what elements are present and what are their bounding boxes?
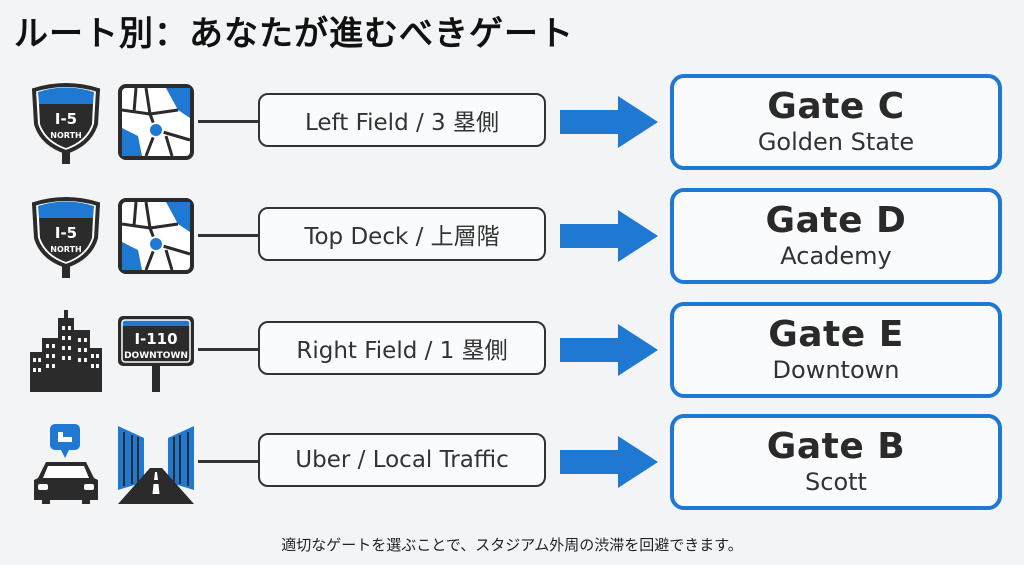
page-title: ルート別：あなたが進むべきゲート [14,14,574,54]
arrow-right-icon [560,436,658,488]
gate-name: Gate D [765,200,907,241]
road-icon [118,426,194,504]
route-row: I-5 NORTH Top Deck / 上層階 Gate D Academy [0,186,1024,286]
route-label: Right Field / 1 塁側 [258,321,546,375]
gate-subtitle: Golden State [757,128,915,156]
highway-sign-icon: I-110 DOWNTOWN [118,316,194,392]
city-skyline-icon [30,310,102,392]
gate-subtitle: Academy [780,242,892,270]
rideshare-car-icon [34,424,98,504]
shield-direction: NORTH [50,245,81,254]
connector-line [198,120,258,123]
route-row: I-110 DOWNTOWN Right Field / 1 塁側 Gate E… [0,300,1024,400]
gate-subtitle: Scott [805,468,867,496]
arrow-right-icon [560,96,658,148]
connector-line [198,234,258,237]
route-row: I-5 NORTH Left Field / 3 塁側 Gate C Golde… [0,72,1024,172]
connector-line [198,460,258,463]
gate-name: Gate C [767,86,905,127]
gate-name: Gate B [766,426,906,467]
route-label: Left Field / 3 塁側 [258,93,546,147]
gate-box: Gate B Scott [670,414,1002,510]
gate-box: Gate D Academy [670,188,1002,284]
gate-box: Gate C Golden State [670,74,1002,170]
highway-shield-icon: I-5 NORTH [31,83,101,164]
shield-route: I-5 [55,110,77,128]
gate-box: Gate E Downtown [670,302,1002,398]
sign-route: I-110 [134,330,177,348]
footer-note: 適切なゲートを選ぶことで、スタジアム外周の渋滞を回避できます。 [281,536,743,554]
route-label: Top Deck / 上層階 [258,207,546,261]
connector-line [198,348,258,351]
shield-direction: NORTH [50,131,81,140]
map-icon [118,198,194,274]
arrow-right-icon [560,210,658,262]
highway-shield-icon: I-5 NORTH [31,197,101,278]
shield-route: I-5 [55,224,77,242]
gate-name: Gate E [768,314,904,355]
sign-text: DOWNTOWN [124,351,188,361]
gate-subtitle: Downtown [772,356,900,384]
route-label: Uber / Local Traffic [258,433,546,487]
arrow-right-icon [560,324,658,376]
map-icon [118,84,194,160]
route-row: Uber / Local Traffic Gate B Scott [0,412,1024,512]
